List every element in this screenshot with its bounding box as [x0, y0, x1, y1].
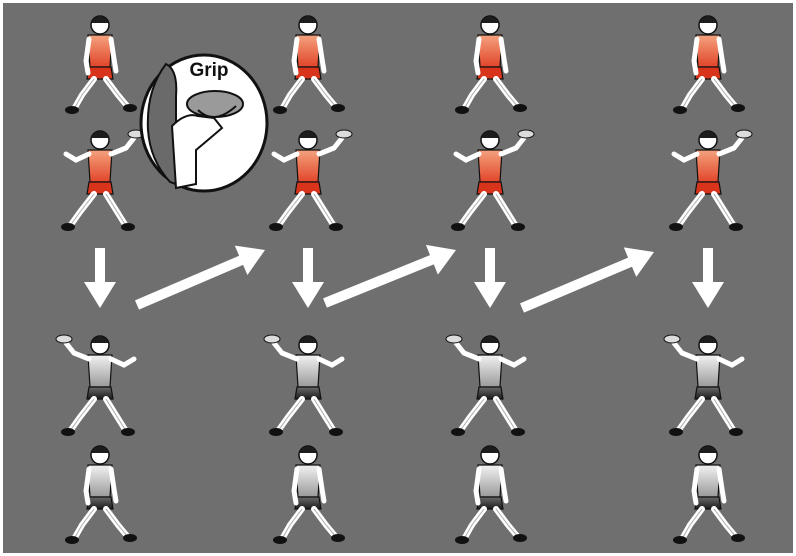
player-shoe	[269, 223, 283, 231]
disc	[446, 335, 462, 343]
player-shoe	[673, 106, 687, 114]
disc	[518, 130, 534, 138]
player-shirt	[478, 35, 502, 67]
player-shoe	[511, 223, 525, 231]
player-shirt	[88, 150, 112, 182]
player-shoe	[451, 223, 465, 231]
disc	[336, 130, 352, 138]
player-shirt	[478, 355, 502, 387]
player-shorts	[87, 387, 113, 399]
player-shirt	[296, 465, 320, 497]
player-shoe	[513, 534, 527, 542]
player-shirt	[696, 35, 720, 67]
player-shoe	[121, 223, 135, 231]
player-shoe	[451, 428, 465, 436]
player-shirt	[696, 150, 720, 182]
player-shoe	[65, 536, 79, 544]
disc	[264, 335, 280, 343]
player-shorts	[295, 387, 321, 399]
player-shoe	[123, 104, 137, 112]
player-shirt	[88, 465, 112, 497]
player-shoe	[731, 534, 745, 542]
player-shoe	[273, 106, 287, 114]
player-shorts	[695, 387, 721, 399]
player-shoe	[331, 534, 345, 542]
player-shoe	[513, 104, 527, 112]
player-shorts	[695, 182, 721, 194]
disc	[736, 130, 752, 138]
grip-callout: Grip	[141, 55, 267, 191]
player-shoe	[123, 534, 137, 542]
player-shorts	[87, 67, 113, 79]
player-shirt	[88, 35, 112, 67]
player-shoe	[729, 223, 743, 231]
player-shorts	[477, 387, 503, 399]
player-shoe	[455, 106, 469, 114]
player-shoe	[731, 104, 745, 112]
player-shoe	[61, 428, 75, 436]
player-shorts	[295, 497, 321, 509]
player-shorts	[87, 497, 113, 509]
player-shoe	[329, 428, 343, 436]
player-shirt	[296, 150, 320, 182]
player-shorts	[87, 182, 113, 194]
player-shorts	[695, 497, 721, 509]
hand-gripping-disc-icon	[187, 91, 243, 117]
player-shoe	[61, 223, 75, 231]
player-shirt	[696, 465, 720, 497]
grip-label: Grip	[189, 60, 228, 81]
player-shorts	[477, 67, 503, 79]
player-shoe	[669, 428, 683, 436]
player-shoe	[455, 536, 469, 544]
player-shirt	[296, 355, 320, 387]
player-shorts	[477, 182, 503, 194]
player-shoe	[331, 104, 345, 112]
player-shoe	[673, 536, 687, 544]
player-shirt	[478, 150, 502, 182]
player-shorts	[295, 182, 321, 194]
disc	[664, 335, 680, 343]
player-shirt	[296, 35, 320, 67]
player-shoe	[329, 223, 343, 231]
player-shirt	[88, 355, 112, 387]
player-shoe	[273, 536, 287, 544]
disc	[56, 335, 72, 343]
player-shoe	[269, 428, 283, 436]
player-shorts	[477, 497, 503, 509]
player-shoe	[669, 223, 683, 231]
player-shoe	[121, 428, 135, 436]
player-shoe	[65, 106, 79, 114]
player-shoe	[729, 428, 743, 436]
player-shorts	[695, 67, 721, 79]
player-shirt	[478, 465, 502, 497]
player-shirt	[696, 355, 720, 387]
player-shorts	[295, 67, 321, 79]
player-shoe	[511, 428, 525, 436]
